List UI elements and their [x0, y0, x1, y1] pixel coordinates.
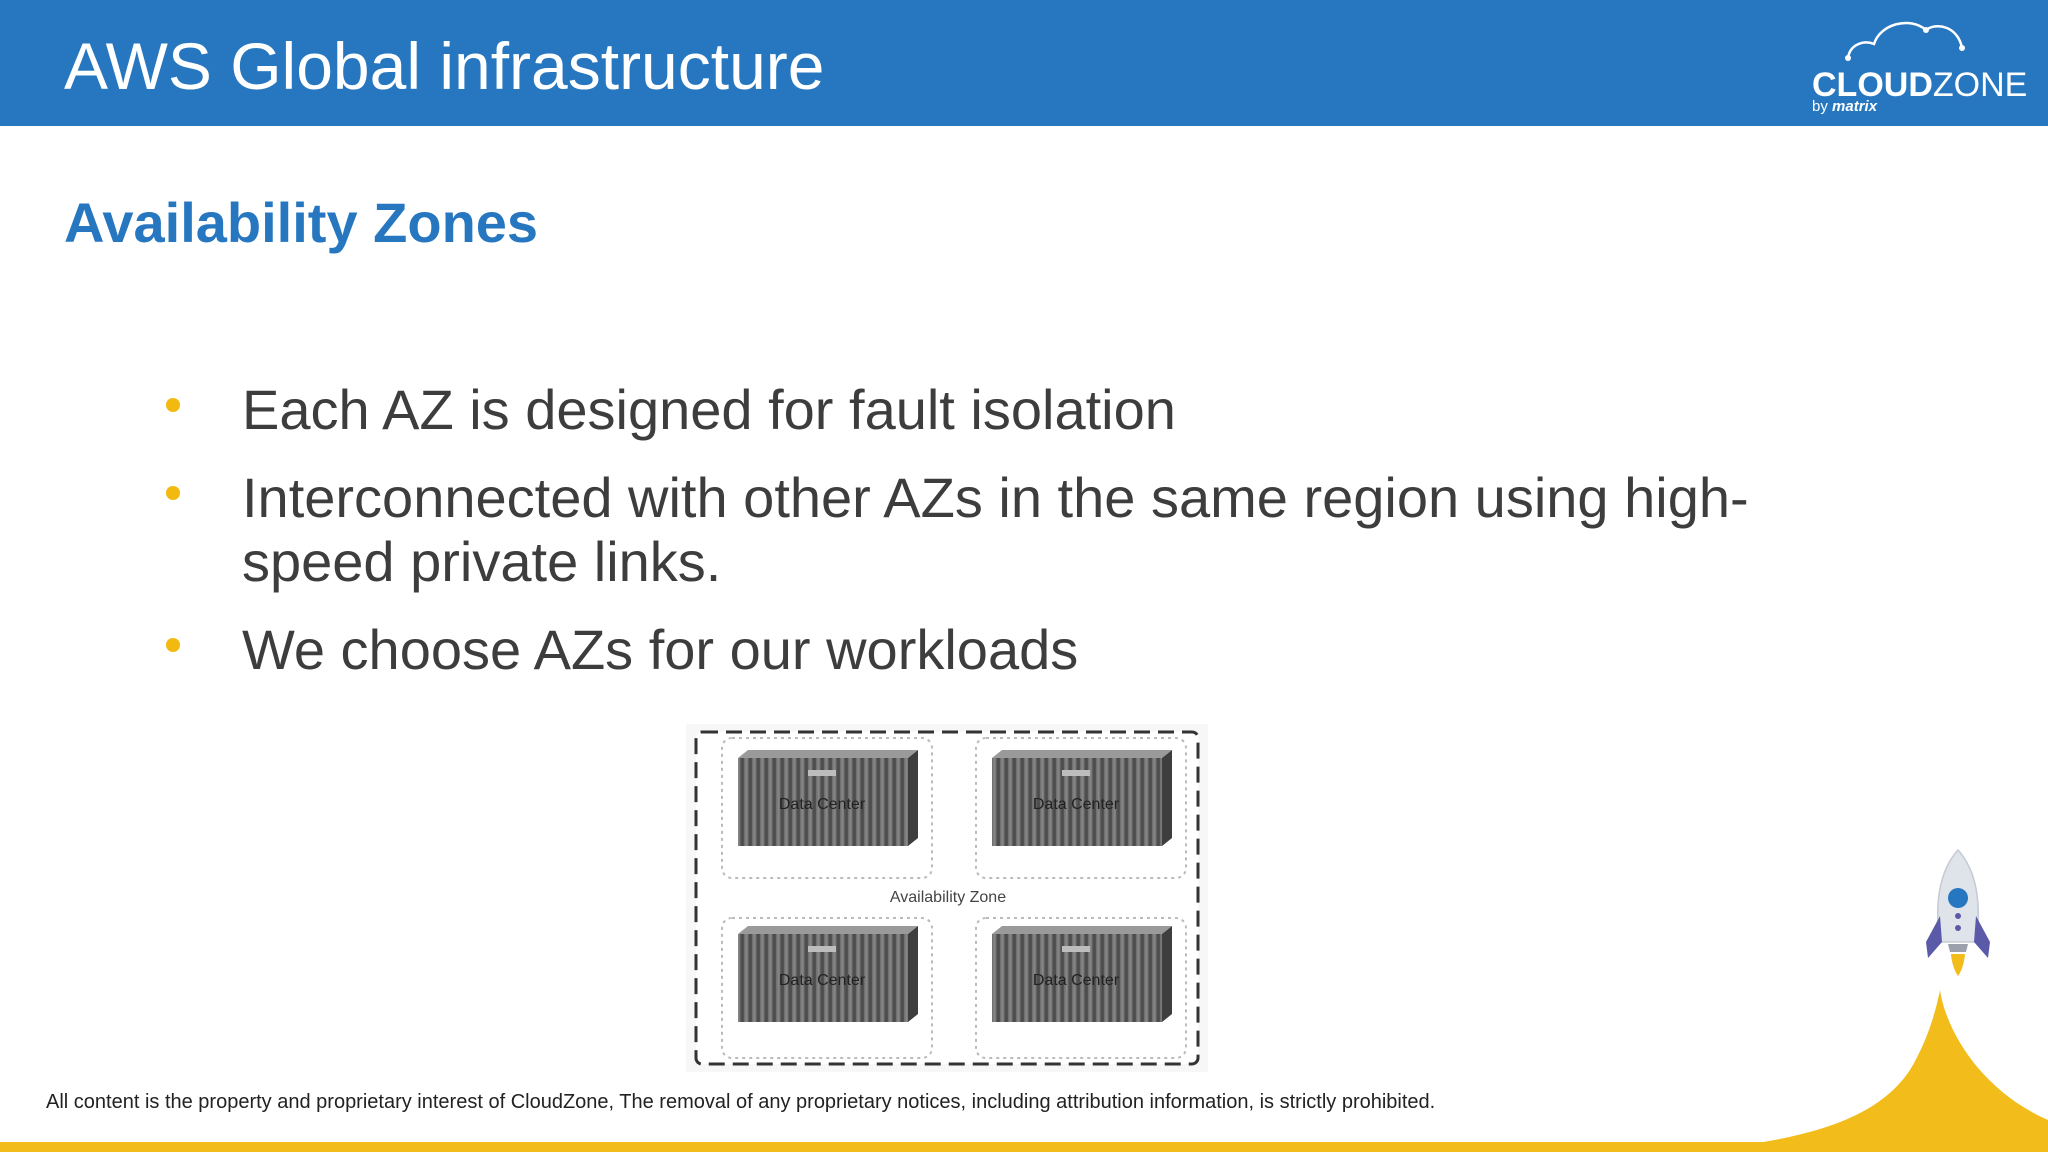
- copyright-notice: All content is the property and propriet…: [46, 1091, 1436, 1113]
- cloudzone-logo: CLOUDZONE by matrix: [1800, 14, 2027, 118]
- server-rack-icon: [992, 926, 1172, 1022]
- yellow-wave-decoration: [1700, 990, 2048, 1152]
- data-center-label: Data Center: [1033, 972, 1120, 989]
- logo-word-light: ZONE: [1932, 66, 2028, 104]
- logo-by-prefix: by: [1812, 98, 1828, 115]
- bullet-item: Interconnected with other AZs in the sam…: [160, 466, 1900, 594]
- section-heading: Availability Zones: [64, 191, 539, 254]
- diagram-svg: Data Center Data Center Data Center Data…: [694, 730, 1200, 1066]
- bullet-dot-icon: [166, 638, 180, 652]
- bottom-accent-bar: [0, 1142, 2048, 1152]
- cloud-arc-icon: [1845, 21, 1965, 61]
- logo-byline: by matrix: [1812, 98, 1877, 115]
- server-rack-icon: [992, 750, 1172, 846]
- server-rack-icon: [738, 750, 918, 846]
- bullet-text: Interconnected with other AZs in the sam…: [242, 466, 1749, 593]
- logo-by-name: matrix: [1832, 98, 1878, 115]
- bullet-dot-icon: [166, 398, 180, 412]
- logo-word-bold: CLOUD: [1812, 66, 1933, 104]
- data-center-label: Data Center: [779, 796, 866, 813]
- bullet-dot-icon: [166, 486, 180, 500]
- data-center-label: Data Center: [1033, 796, 1120, 813]
- availability-zone-diagram: Data Center Data Center Data Center Data…: [686, 724, 1208, 1072]
- bullet-text: Each AZ is designed for fault isolation: [242, 378, 1176, 441]
- bullet-text: We choose AZs for our workloads: [242, 618, 1079, 681]
- logo-wordmark: CLOUDZONE: [1812, 66, 2027, 105]
- bullet-list: Each AZ is designed for fault isolation …: [160, 378, 1900, 706]
- data-center-label: Data Center: [779, 972, 866, 989]
- bullet-item: We choose AZs for our workloads: [160, 618, 1900, 682]
- server-rack-icon: [738, 926, 918, 1022]
- header-bar: AWS Global infrastructure CLOUDZONE by m…: [0, 0, 2048, 126]
- rocket-icon: [1926, 848, 1990, 976]
- slide-title: AWS Global infrastructure: [64, 29, 825, 103]
- bullet-item: Each AZ is designed for fault isolation: [160, 378, 1900, 442]
- availability-zone-label: Availability Zone: [890, 889, 1006, 906]
